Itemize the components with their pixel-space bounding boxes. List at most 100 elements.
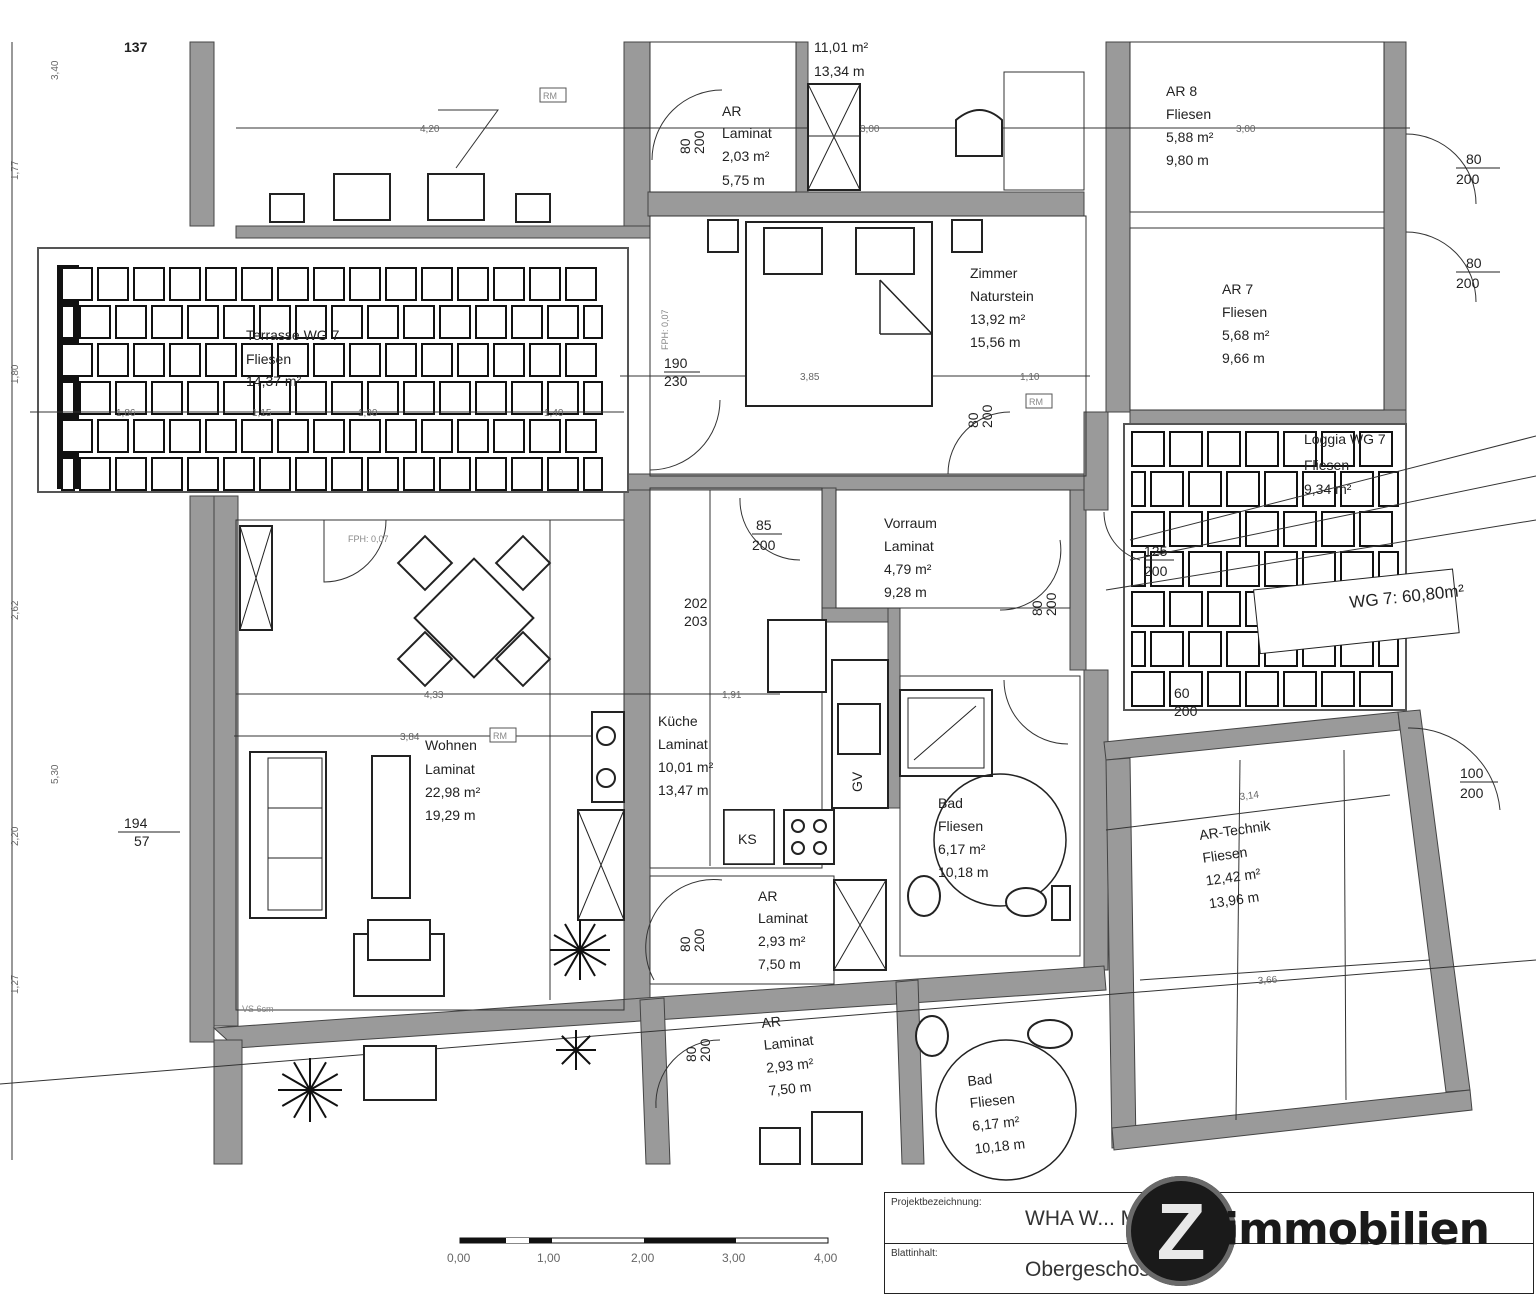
tile: [1359, 431, 1393, 467]
tile: [493, 419, 525, 453]
tile: [1169, 511, 1203, 547]
tile: [97, 267, 129, 301]
rm-label-zimmer: RM: [1029, 397, 1043, 407]
tile: [1378, 471, 1399, 507]
bad-low-floor: Fliesen: [969, 1090, 1016, 1111]
plant-leaf: [575, 1035, 591, 1051]
door-label: 200: [697, 1038, 713, 1062]
tile: [115, 381, 147, 415]
dim-191: 1,91: [722, 690, 742, 701]
door-label: 80: [1029, 600, 1045, 616]
tile: [223, 457, 255, 491]
plant-leaf: [309, 1073, 339, 1091]
tile: [277, 267, 309, 301]
tile: [1131, 671, 1165, 707]
ar-top-name: AR: [722, 103, 741, 119]
ar-technik-perimeter: 13,96 m: [1208, 888, 1260, 911]
tile: [475, 381, 507, 415]
tile: [61, 343, 93, 377]
tile: [151, 457, 183, 491]
tile: [421, 343, 453, 377]
door-label: 80: [677, 936, 693, 952]
tile: [295, 457, 327, 491]
tile: [403, 381, 435, 415]
loggia-name: Loggia WG 7: [1304, 431, 1386, 447]
tile: [439, 305, 471, 339]
wohnen-name: Wohnen: [425, 737, 477, 753]
loggia-tiles: [1123, 423, 1407, 711]
tile: [295, 305, 327, 339]
tile: [331, 305, 363, 339]
tile: [493, 267, 525, 301]
tile: [1131, 471, 1146, 507]
tile: [295, 381, 327, 415]
zimmer-name: Zimmer: [970, 265, 1018, 281]
tile: [331, 457, 363, 491]
dim-left-177: 1,77: [10, 160, 21, 180]
tile: [313, 343, 345, 377]
scale-tick-3: 3,00: [722, 1251, 746, 1265]
dim-140: 1,40: [544, 408, 564, 419]
tile: [439, 457, 471, 491]
scale-tick-2: 2,00: [631, 1251, 655, 1265]
vs-label: VS 6cm: [242, 1004, 274, 1014]
tile: [457, 343, 489, 377]
tile: [1340, 471, 1374, 507]
bad-name: Bad: [938, 795, 963, 811]
tile: [511, 305, 543, 339]
plant-leaf: [309, 1089, 327, 1119]
tile: [439, 381, 471, 415]
door-label: 60: [1174, 685, 1190, 701]
plant-leaf: [309, 1061, 327, 1091]
ar8-perimeter: 9,80 m: [1166, 152, 1209, 168]
tile: [349, 267, 381, 301]
door-label: 230: [664, 373, 688, 389]
vorraum-name: Vorraum: [884, 515, 937, 531]
tile: [241, 419, 273, 453]
upper-partial-perimeter: 13,34 m: [814, 63, 865, 79]
tile: [583, 305, 603, 339]
vorraum-area: 4,79 m²: [884, 561, 932, 577]
scale-tick-4: 4,00: [814, 1251, 838, 1265]
tile: [421, 419, 453, 453]
ar8-name: AR 8: [1166, 83, 1197, 99]
ar-top-perimeter: 5,75 m: [722, 172, 765, 188]
plants: [278, 920, 610, 1122]
ar7-floor: Fliesen: [1222, 304, 1267, 320]
tile: [1264, 551, 1298, 587]
window-width: 194: [124, 815, 148, 831]
tile: [61, 267, 93, 301]
tile: [1207, 431, 1241, 467]
tile: [1188, 471, 1222, 507]
tile: [511, 457, 543, 491]
terrace-tiles: [37, 247, 629, 493]
tile: [547, 305, 579, 339]
tile: [1302, 551, 1336, 587]
bad-perimeter: 10,18 m: [938, 864, 989, 880]
dim-left-127: 1,27: [10, 974, 21, 994]
window-height: 57: [134, 833, 150, 849]
dim-190: 1,90: [358, 408, 378, 419]
door-label: 85: [756, 517, 772, 533]
tile: [1131, 431, 1165, 467]
tile: [115, 457, 147, 491]
plant-leaf: [281, 1073, 311, 1091]
tile: [97, 343, 129, 377]
tile: [1283, 511, 1317, 547]
zimmer-perimeter: 15,56 m: [970, 334, 1021, 350]
plant-leaf: [309, 1089, 339, 1107]
tile: [493, 343, 525, 377]
project-key: Projektbezeichnung:: [891, 1197, 982, 1208]
door-label: 80: [1466, 255, 1482, 271]
tile: [331, 381, 363, 415]
tile: [1245, 511, 1279, 547]
tile: [79, 457, 111, 491]
tile: [79, 305, 111, 339]
tile: [61, 419, 93, 453]
ar-mid-floor: Laminat: [758, 910, 808, 926]
plant-leaf: [575, 1049, 591, 1065]
tile: [1321, 431, 1355, 467]
tile: [61, 305, 75, 339]
tile: [385, 267, 417, 301]
